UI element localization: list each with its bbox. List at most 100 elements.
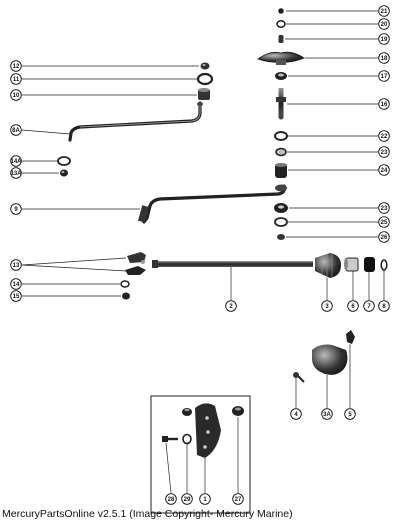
callout-28: 28 <box>165 493 177 505</box>
callout-3a: 3A <box>321 408 333 420</box>
inset-box <box>150 395 251 514</box>
callout-text: 14 <box>13 282 20 288</box>
callout-8a: 8A <box>10 124 22 136</box>
callout-text: 19 <box>381 37 388 43</box>
part-2-shaft <box>152 260 313 268</box>
callout-text: 11 <box>13 77 20 83</box>
callout-15: 15 <box>10 290 22 302</box>
part-19-spacer <box>278 35 284 43</box>
callout-text: 3 <box>325 304 329 310</box>
callout-23: 23 <box>378 146 390 158</box>
part-29-washer <box>182 433 192 445</box>
callout-23: 23 <box>378 202 390 214</box>
part-23-washer <box>275 147 287 157</box>
part-3-knob <box>315 253 341 278</box>
callout-text: 20 <box>381 22 388 28</box>
callout-text: 10 <box>13 93 20 99</box>
part-24-sleeve <box>275 163 287 178</box>
part-5-clip <box>346 330 355 344</box>
part-15-nut <box>122 292 130 300</box>
callout-text: 14A <box>10 159 22 165</box>
callout-26: 26 <box>378 231 390 243</box>
callout-text: 8A <box>12 128 20 134</box>
callout-13a: 13A <box>10 167 22 179</box>
part-7-cap <box>364 257 375 272</box>
part-12-nut <box>200 62 210 70</box>
callout-22: 22 <box>378 130 390 142</box>
callout-3: 3 <box>321 300 333 312</box>
callout-11: 11 <box>10 73 22 85</box>
part-insert-grommet <box>182 408 192 416</box>
callout-text: 4 <box>294 412 298 418</box>
callout-text: 7 <box>367 304 371 310</box>
part-20-washer <box>276 20 286 28</box>
callout-text: 2 <box>229 304 233 310</box>
callout-text: 15 <box>13 294 20 300</box>
callout-25: 25 <box>378 216 390 228</box>
callout-21: 21 <box>378 5 390 17</box>
callout-6: 6 <box>347 300 359 312</box>
callout-2: 2 <box>225 300 237 312</box>
part-14a-washer <box>57 156 71 166</box>
part-3a-knob <box>312 344 348 375</box>
callout-18: 18 <box>378 52 390 64</box>
part-27-grommet <box>232 406 244 416</box>
callout-text: 16 <box>381 102 388 108</box>
callout-8: 8 <box>378 300 390 312</box>
part-21-nut <box>278 8 284 14</box>
part-25-washer <box>274 217 288 227</box>
callout-text: 6 <box>351 304 355 310</box>
part-13a-nut <box>60 169 68 177</box>
callout-text: 9 <box>14 207 18 213</box>
callout-19: 19 <box>378 33 390 45</box>
callout-text: 23 <box>381 150 388 156</box>
callout-text: 28 <box>168 497 175 503</box>
part-16-shaft <box>276 88 286 120</box>
callout-text: 22 <box>381 134 388 140</box>
callout-text: 5 <box>348 412 352 418</box>
callout-5: 5 <box>344 408 356 420</box>
callout-text: 13 <box>13 263 20 269</box>
callout-27: 27 <box>232 493 244 505</box>
callout-text: 25 <box>381 220 388 226</box>
leader-line <box>21 264 127 272</box>
callout-text: 21 <box>381 9 388 15</box>
callout-14a: 14A <box>10 155 22 167</box>
callout-29: 29 <box>181 493 193 505</box>
part-10-bushing <box>198 88 210 100</box>
callout-12: 12 <box>10 60 22 72</box>
callout-13: 13 <box>10 259 22 271</box>
callout-24: 24 <box>378 164 390 176</box>
part-8a-link-rod <box>68 101 203 142</box>
part-9-link-rod <box>138 184 287 224</box>
callout-text: 23 <box>381 206 388 212</box>
callout-17: 17 <box>378 70 390 82</box>
leader-line <box>165 442 172 494</box>
callout-1: 1 <box>199 493 211 505</box>
callout-text: 17 <box>381 74 388 80</box>
part-28-screw <box>162 436 178 442</box>
callout-7: 7 <box>363 300 375 312</box>
part-26-nut <box>277 234 285 240</box>
part-1-plate <box>195 403 221 458</box>
leader-lines <box>21 10 385 494</box>
callout-10: 10 <box>10 89 22 101</box>
part-13-clip <box>125 252 146 275</box>
part-22-washer <box>274 131 288 141</box>
callout-text: 27 <box>235 497 242 503</box>
callout-4: 4 <box>290 408 302 420</box>
part-23-washer-lower <box>274 203 288 213</box>
callout-16: 16 <box>378 98 390 110</box>
callout-14: 14 <box>10 278 22 290</box>
callout-text: 12 <box>13 64 20 70</box>
callout-text: 18 <box>381 56 388 62</box>
callout-20: 20 <box>378 18 390 30</box>
part-8-oring <box>380 259 388 271</box>
callout-9: 9 <box>10 203 22 215</box>
callout-text: 13A <box>10 171 22 177</box>
leader-line <box>21 257 127 266</box>
part-18-knob <box>257 51 305 65</box>
part-6-bushing <box>344 257 359 272</box>
callout-text: 29 <box>184 497 191 503</box>
